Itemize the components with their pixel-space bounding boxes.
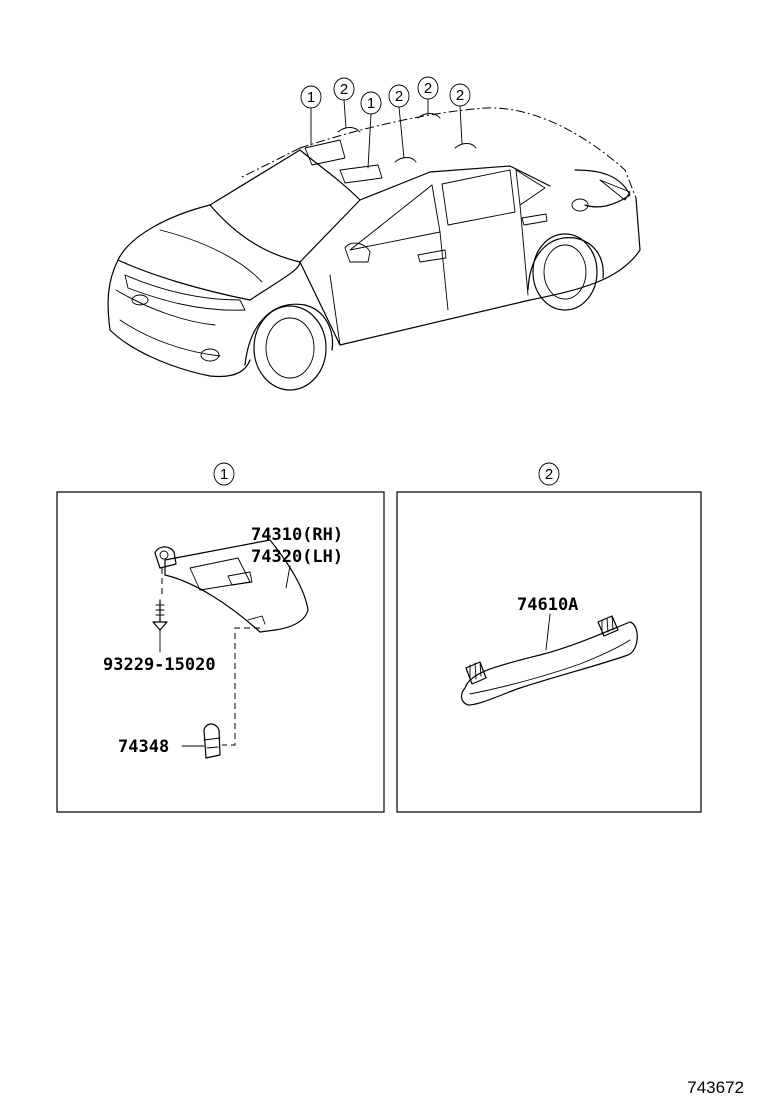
callout-number: 1 — [307, 89, 315, 106]
illustration-code: 743672 — [687, 1078, 744, 1097]
part-74320: 74320(LH) — [251, 547, 343, 567]
callout-number: 2 — [456, 87, 464, 104]
callout-number: 1 — [367, 95, 375, 112]
panel-2: 2 74610A — [396, 462, 702, 813]
assist-grip-drawing — [461, 613, 638, 706]
callout-number: 2 — [340, 81, 348, 98]
panel-2-frame — [396, 491, 702, 813]
part-74310: 74310(RH) — [251, 525, 343, 545]
panel-1-frame — [56, 491, 385, 813]
callout-number: 2 — [424, 80, 432, 97]
callout-handle-1: 2 — [333, 77, 355, 129]
sun-visor-drawing — [152, 539, 309, 759]
callout-handle-3: 2 — [417, 76, 439, 115]
callout-visor-2: 1 — [360, 91, 382, 169]
panel-1-number: 1 — [220, 466, 228, 483]
callout-handle-2: 2 — [388, 84, 410, 159]
panel-2-number: 2 — [545, 466, 553, 483]
callout-handle-4: 2 — [449, 83, 471, 145]
callout-number: 2 — [395, 88, 403, 105]
overview-callouts: 1 2 1 2 2 2 — [300, 76, 471, 169]
part-74348: 74348 — [118, 737, 169, 757]
part-93229-15020: 93229-15020 — [103, 655, 216, 675]
car-overview-illustration — [107, 107, 641, 391]
part-74610A: 74610A — [517, 595, 578, 615]
callout-visor-1: 1 — [300, 85, 322, 146]
panel-1: 1 74310(RH) 7432 — [56, 462, 385, 813]
